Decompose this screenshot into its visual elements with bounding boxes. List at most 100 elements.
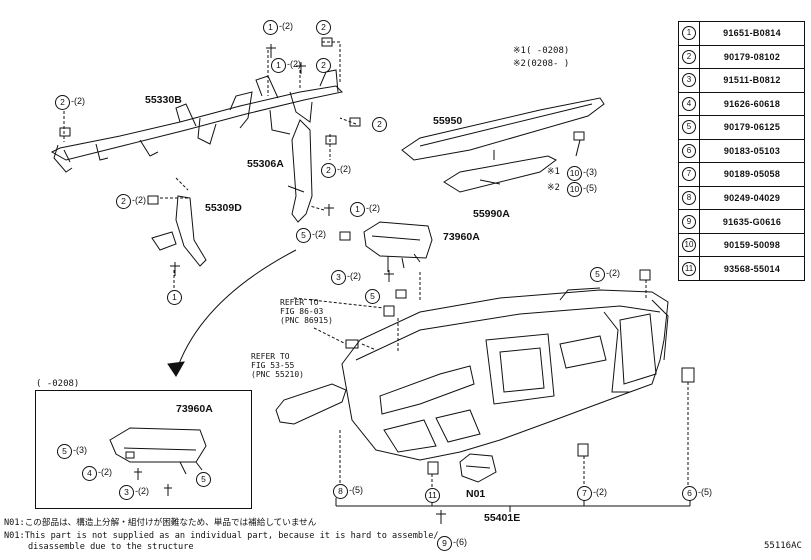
part-label-73960a-inset: 73960A	[176, 403, 213, 415]
clip-7	[577, 443, 589, 457]
callout-number: 11	[425, 488, 440, 503]
refer-note-1-line3: (PNC 86915)	[280, 316, 333, 325]
callout-number: 1	[167, 290, 182, 305]
callout-number: 2	[372, 117, 387, 132]
callout-number: 9	[437, 536, 452, 551]
part-number: 91635-G0616	[699, 209, 805, 234]
callout-qty: -(2)	[135, 486, 149, 496]
callout-qty: -(2)	[279, 21, 293, 31]
callout-number: 10	[567, 166, 582, 181]
ref-number: 3	[682, 73, 696, 88]
part-number: 91511-B0812	[699, 68, 805, 93]
part-label-n01: N01	[466, 488, 486, 500]
ref-number: 8	[682, 190, 696, 205]
clip-refer	[345, 339, 359, 349]
callout-number: 2	[321, 163, 336, 178]
detail-arrowhead	[167, 361, 185, 377]
callout-qty: -(5)	[698, 487, 712, 497]
callout-number: 1	[263, 20, 278, 35]
footer-note-english-2: disassemble due to the structure	[28, 542, 194, 552]
callout-qty: -(2)	[98, 467, 112, 477]
footer-note-japanese: N01:この部品は、構造上分解・組付けが困難なため、単品では補給していません	[4, 518, 317, 528]
callout-qty: -(2)	[606, 268, 620, 278]
instrument-panel	[341, 287, 669, 461]
callout-qty: -(6)	[453, 537, 467, 547]
callout-number: 1	[271, 58, 286, 73]
ref-number: 7	[682, 167, 696, 182]
ref-number: 4	[682, 96, 696, 111]
part-number: 90183-05103	[699, 138, 805, 164]
variant-mark-1: ※1	[547, 167, 560, 177]
leader-lines-upper	[63, 41, 357, 292]
leader-lines-panel	[293, 272, 689, 488]
part-label-55950: 55950	[433, 115, 463, 127]
callout-number: 2	[55, 95, 70, 110]
callout-number: 3	[119, 485, 134, 500]
part-number: 90189-05058	[699, 162, 805, 187]
ref-number: 11	[682, 261, 696, 276]
part-number: 93568-55014	[699, 256, 805, 281]
part-number: 90179-06125	[699, 115, 805, 140]
callout-number: 10	[567, 182, 582, 197]
center-brace	[287, 119, 313, 223]
bolts	[59, 37, 585, 524]
part-number: 90179-08102	[699, 44, 805, 70]
figure-id: 55116AC	[764, 541, 802, 551]
defroster-nozzle-lower	[443, 155, 557, 193]
callout-number: 7	[577, 486, 592, 501]
callout-qty: -(2)	[132, 195, 146, 205]
callout-qty: -(2)	[366, 203, 380, 213]
n01-part	[459, 453, 497, 483]
callout-number: 8	[333, 484, 348, 499]
callout-qty: -(2)	[71, 96, 85, 106]
callout-qty: -(2)	[593, 487, 607, 497]
refer-note-1-line2: FIG 86-03	[280, 307, 324, 316]
callout-number: 2	[316, 58, 331, 73]
callout-number: 5	[590, 267, 605, 282]
ref-number: 1	[682, 26, 696, 41]
refer-note-2-line1: REFER TO	[251, 352, 290, 361]
callout-number: 5	[365, 289, 380, 304]
callout-number: 1	[350, 202, 365, 217]
ref-number: 2	[682, 49, 696, 64]
refer-note-2-line2: FIG 53-55	[251, 361, 295, 370]
callout-qty: -(3)	[73, 445, 87, 455]
callout-number: 5	[196, 472, 211, 487]
clip-refer2	[383, 305, 395, 317]
ref-number: 6	[682, 143, 696, 158]
ref-number: 9	[682, 214, 696, 229]
callout-number: 5	[57, 444, 72, 459]
refer-note-1-line1: REFER TO	[280, 298, 319, 307]
part-label-55401e: 55401E	[484, 512, 521, 524]
variant-note-1: ※1( -0208)	[513, 46, 570, 56]
early-model-inset-box	[35, 390, 252, 509]
callout-number: 2	[116, 194, 131, 209]
part-label-55309d: 55309D	[205, 202, 242, 214]
variant-note-2: ※2(0208- )	[513, 59, 570, 69]
part-number: 91651-B0814	[699, 21, 805, 46]
callout-qty: -(5)	[583, 183, 597, 193]
callout-number: 2	[316, 20, 331, 35]
callout-qty: -(5)	[349, 485, 363, 495]
panel-base-ticks	[335, 498, 691, 512]
inset-airbag	[109, 427, 207, 475]
clip-11	[427, 461, 439, 475]
part-label-55306a: 55306A	[247, 158, 284, 170]
knee-pad	[275, 383, 347, 425]
defroster-nozzle	[401, 97, 605, 161]
callout-number: 3	[331, 270, 346, 285]
clip-5	[639, 269, 651, 281]
ref-number: 10	[682, 238, 696, 253]
footer-note-english-1: N01:This part is not supplied as an indi…	[4, 531, 439, 541]
steering-support-beam	[50, 69, 344, 173]
